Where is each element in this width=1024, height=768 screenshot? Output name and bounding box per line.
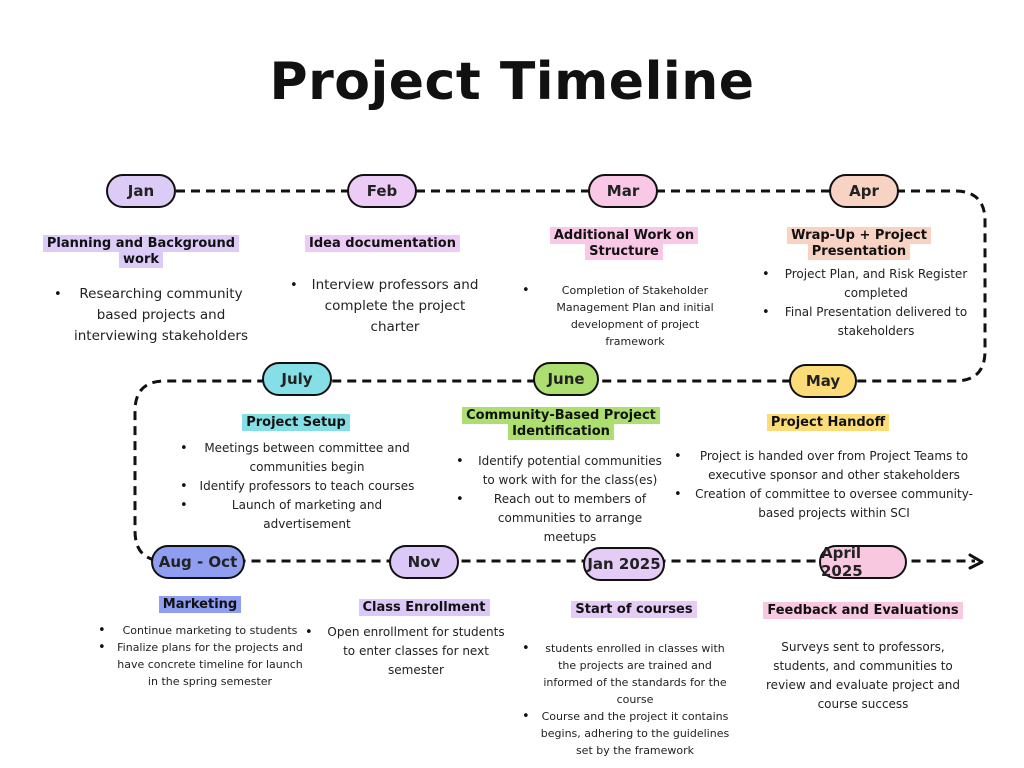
stage-heading-nov: Class Enrollment (338, 599, 510, 616)
month-pill-aug-oct: Aug - Oct (151, 545, 245, 579)
month-pill-feb: Feb (347, 174, 417, 208)
list-item: Identify potential communities to work w… (456, 452, 666, 490)
stage-heading-april-2025: Feedback and Evaluations (750, 602, 976, 619)
list-item: Project is handed over from Project Team… (674, 447, 976, 485)
list-item: Continue marketing to students (98, 622, 304, 639)
list-item: Creation of committee to oversee communi… (674, 485, 976, 523)
month-pill-apr: Apr (829, 174, 899, 208)
list-item: Finalize plans for the projects and have… (98, 639, 304, 690)
stage-heading-july: Project Setup (226, 414, 366, 431)
stage-heading-jan-2025: Start of courses (556, 601, 712, 618)
list-item: Open enrollment for students to enter cl… (305, 623, 509, 680)
list-item: Researching community based projects and… (54, 284, 250, 347)
month-pill-april-2025: April 2025 (819, 544, 907, 580)
stage-heading-aug-oct: Marketing (140, 596, 260, 613)
list-item: Reach out to members of communities to a… (456, 490, 666, 547)
stage-bullets-feb: Interview professors and complete the pr… (290, 275, 482, 338)
month-pill-jan: Jan (106, 174, 176, 208)
list-item: Interview professors and complete the pr… (290, 275, 482, 338)
stage-bullets-mar: Completion of Stakeholder Management Pla… (522, 282, 730, 350)
list-item: Project Plan, and Risk Register complete… (762, 265, 972, 303)
list-item: Course and the project it contains begin… (522, 708, 730, 759)
stage-heading-apr: Wrap-Up + Project Presentation (775, 227, 943, 260)
list-item: Meetings between committee and communiti… (180, 439, 416, 477)
stage-bullets-july: Meetings between committee and communiti… (180, 439, 416, 534)
page-title: Project Timeline (269, 52, 755, 112)
stage-bullets-june: Identify potential communities to work w… (456, 452, 666, 547)
month-pill-jan-2025: Jan 2025 (583, 547, 665, 581)
stage-bullets-aug-oct: Continue marketing to students Finalize … (98, 622, 304, 690)
list-item: Identify professors to teach courses (180, 477, 416, 496)
month-pill-mar: Mar (588, 174, 658, 208)
stage-bullets-nov: Open enrollment for students to enter cl… (305, 623, 509, 680)
stage-heading-mar: Additional Work on Structure (538, 227, 710, 260)
stage-bullets-apr: Project Plan, and Risk Register complete… (762, 265, 972, 341)
stage-bullets-jan: Researching community based projects and… (54, 284, 250, 347)
stage-heading-may: Project Handoff (758, 414, 898, 431)
stage-heading-june: Community-Based Project Identification (454, 407, 668, 440)
month-pill-july: July (262, 362, 332, 396)
arrow-head-icon (968, 553, 984, 570)
stage-text-april-2025: Surveys sent to professors, students, an… (766, 640, 960, 711)
list-item: Final Presentation delivered to stakehol… (762, 303, 972, 341)
stage-heading-jan: Planning and Background work (36, 235, 246, 268)
stage-bullets-jan-2025: students enrolled in classes with the pr… (522, 640, 730, 759)
month-pill-nov: Nov (389, 545, 459, 579)
list-item: Completion of Stakeholder Management Pla… (522, 282, 730, 350)
list-item: Launch of marketing and advertisement (180, 496, 416, 534)
stage-heading-feb: Idea documentation (290, 235, 475, 252)
month-pill-june: June (533, 362, 599, 396)
stage-bullets-may: Project is handed over from Project Team… (674, 447, 976, 523)
list-item: students enrolled in classes with the pr… (522, 640, 730, 708)
month-pill-may: May (789, 364, 857, 398)
